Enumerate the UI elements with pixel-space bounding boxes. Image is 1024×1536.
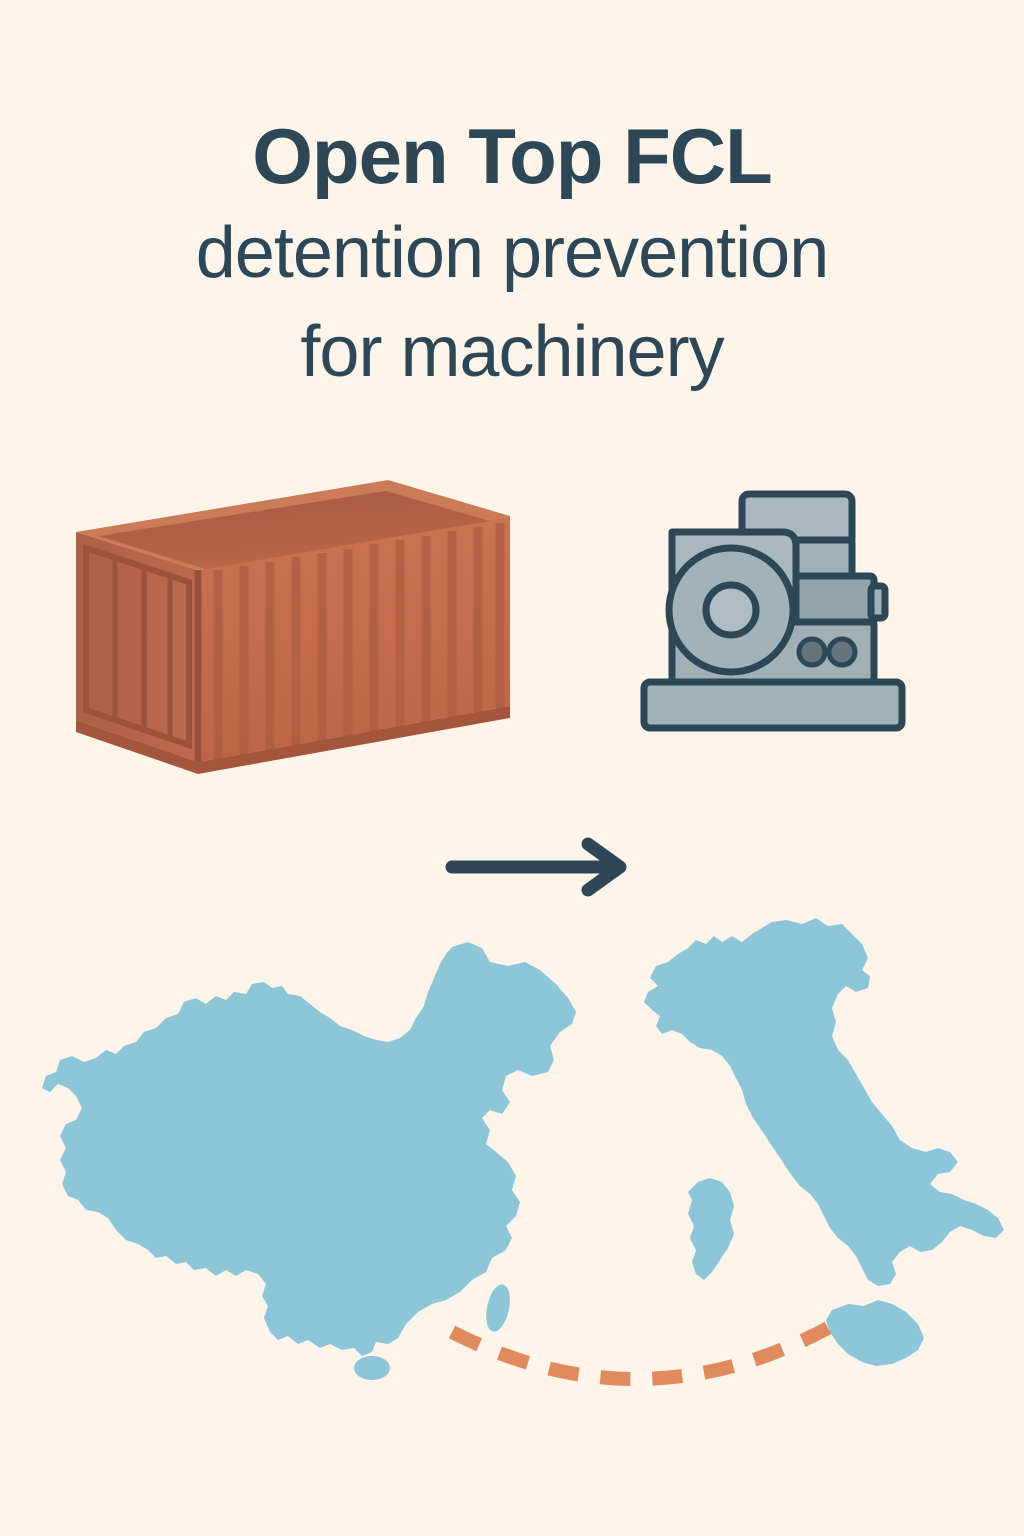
machinery-knob-right (826, 636, 858, 668)
map-china (20, 900, 580, 1400)
container-svg (76, 480, 510, 774)
route-map (0, 900, 1024, 1420)
route-dash-path (448, 1321, 832, 1386)
container-open-top-interior (76, 480, 510, 570)
open-top-container-icon (58, 470, 528, 810)
title-line-2: detention prevention (195, 213, 830, 293)
china-landmass (42, 942, 576, 1356)
sicily-island (826, 1300, 924, 1366)
arrow-svg (445, 837, 627, 897)
machinery-hub (702, 581, 760, 639)
page-title: Open Top FCL detention prevention for ma… (0, 108, 1024, 402)
container-front-face (198, 516, 510, 762)
italy-mainland (644, 918, 1004, 1286)
sardinia-island (688, 1178, 734, 1280)
taiwan-island (486, 1284, 510, 1332)
route-svg (448, 1321, 832, 1386)
machinery-knob-left (796, 636, 828, 668)
map-italy (600, 900, 1024, 1400)
title-line-3: for machinery (300, 312, 724, 392)
machinery-icon (630, 480, 930, 750)
shipping-route-dashed-line (440, 1310, 840, 1450)
title-line-1: Open Top FCL (252, 112, 772, 200)
flow-arrow-icon (440, 830, 650, 900)
machinery-base-plinth (640, 678, 906, 732)
machinery-side-nub (867, 582, 889, 622)
hainan-island (354, 1356, 390, 1380)
china-svg (42, 942, 576, 1380)
machinery-svg (640, 490, 906, 732)
machinery-right-block (792, 572, 878, 628)
italy-svg (644, 918, 1004, 1366)
container-left-end (76, 532, 198, 762)
